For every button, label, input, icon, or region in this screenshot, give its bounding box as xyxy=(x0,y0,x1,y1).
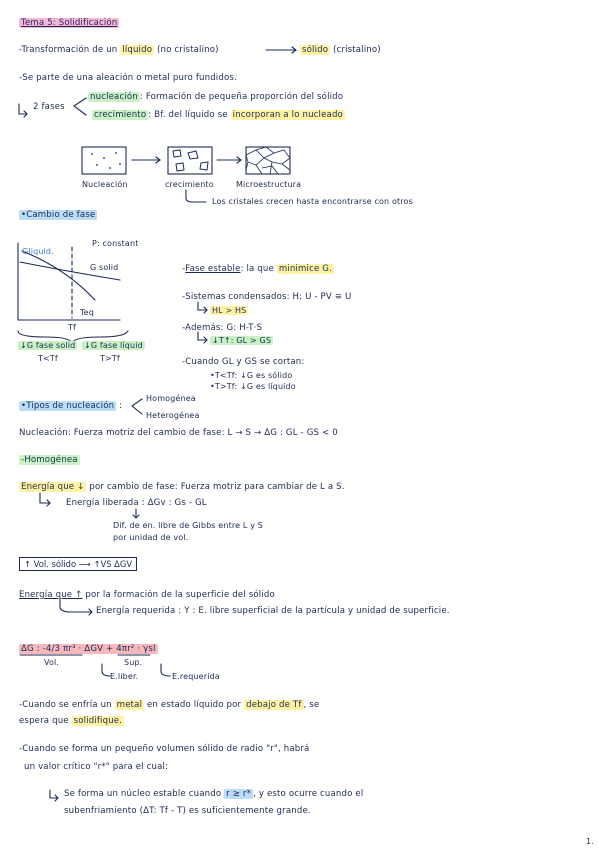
text-r-ge-rstar: r ≥ r* xyxy=(224,789,254,799)
text-enfria: -Cuando se enfría un xyxy=(19,700,112,710)
label-nucleacion: Nucleación xyxy=(82,180,128,189)
text-cuando: -Cuando GL y GS se cortan: xyxy=(182,357,305,367)
text-energia-que-baja: Energía que ↓ xyxy=(19,482,87,492)
dash: - xyxy=(182,264,186,274)
graph-tf-label: Tf xyxy=(68,323,77,332)
text-se: , se xyxy=(303,700,320,710)
text-esto-ocurre: , y esto ocurre cuando el xyxy=(253,789,364,799)
text-transform: -Transformación de un xyxy=(19,45,118,55)
text-formacion-superficie: por la formación de la superficie del só… xyxy=(85,590,275,600)
page-title: Tema 5: Solidificación xyxy=(19,18,120,28)
formula-sup: Sup. xyxy=(124,658,143,667)
label-t-greater: T>Tf xyxy=(100,354,120,363)
text-volumen-radio: -Cuando se forma un pequeño volumen sóli… xyxy=(19,744,310,754)
text-ts-gl: ↓T↑: GL > GS xyxy=(210,336,274,345)
option-heterogenea: Heterogénea xyxy=(146,411,200,420)
graph-gsolid-label: G solid xyxy=(90,263,119,272)
text-cristales: Los cristales crecen hasta encontrarse c… xyxy=(212,197,413,206)
text-cuando-1: •T<Tf: ↓G es sólido xyxy=(210,371,293,380)
label-fase-solid: ↓G fase solid xyxy=(18,341,78,350)
text-cuando-2: •T>Tf: ↓G es líquido xyxy=(210,382,296,391)
text-debajo-tf: debajo de Tf xyxy=(244,700,304,710)
heading-tipos-nucleacion: •Tipos de nucleación xyxy=(19,401,117,411)
text-ademas: -Además: G: H-T·S xyxy=(182,323,263,333)
text-cristalino: (cristalino) xyxy=(333,45,381,55)
text-se-parte: -Se parte de una aleación o metal puro f… xyxy=(19,73,237,83)
label-crecimiento: crecimiento xyxy=(165,180,214,189)
word-crecimiento: crecimiento xyxy=(92,110,149,120)
text-minimice: minimice G. xyxy=(276,264,334,274)
formula-delta-g: ΔG : -4/3 πr³ · ΔGV + 4πr² · γsl xyxy=(19,644,158,654)
label-fase-liquid: ↓G fase líquid xyxy=(82,341,145,350)
text-energia-liberada: Energía liberada : ΔGv : Gs - GL xyxy=(66,498,207,508)
text-fuerza-motriz: Nucleación: Fuerza motriz del cambio de … xyxy=(19,428,338,438)
text-energia-cambio: por cambio de fase: Fuerza motriz para c… xyxy=(89,482,345,492)
word-solidifique: solidifique. xyxy=(71,716,125,726)
text-no-cristalino: (no cristalino) xyxy=(157,45,219,55)
text-hl-hs: HL > HS xyxy=(210,306,249,315)
heading-homogenea: -Homogénea xyxy=(19,455,80,465)
option-homogenea: Homogénea xyxy=(146,394,196,403)
text-por-unidad: por unidad de vol. xyxy=(113,533,189,542)
text-incorporan: incorporan a lo nucleado xyxy=(230,110,345,120)
label-t-less: T<Tf xyxy=(38,354,58,363)
graph-p-constant: P: constant xyxy=(92,239,139,248)
text-energia-que-sube: Energía que ↑ xyxy=(19,590,83,600)
text-energia-requerida: Energía requerida : Y : E. libre superfi… xyxy=(96,606,450,616)
text-nucleo-estable: Se forma un núcleo estable cuando xyxy=(64,789,222,799)
text-sistemas: -Sistemas condensados: H: U - PV ≅ U xyxy=(182,292,352,302)
text-espera-que: espera que xyxy=(19,716,69,726)
word-solido: sólido xyxy=(300,45,331,55)
graph-teq-label: Teq xyxy=(80,308,94,317)
formula-vol: Vol. xyxy=(44,658,60,667)
formula-erequerida: E.requerida xyxy=(172,672,220,681)
word-liquido: líquido xyxy=(120,45,155,55)
word-metal: metal xyxy=(114,700,145,710)
text-valor-critico: un valor crítico "r*" para el cual: xyxy=(24,762,169,772)
word-fase-estable: Fase estable xyxy=(185,264,241,274)
heading-cambio-fase: •Cambio de fase xyxy=(19,210,98,220)
label-microestructura: Microestructura xyxy=(236,180,302,189)
page-number: 1. xyxy=(586,837,594,846)
graph-gliquid-label: Gliquid. xyxy=(22,247,54,256)
label-2-fases: 2 fases xyxy=(33,102,65,112)
text-nucleacion-def: : Formación de pequeña proporción del só… xyxy=(139,92,344,102)
text-estado-liquido: en estado líquido por xyxy=(147,700,242,710)
text-crecimiento-def: : Bf. del líquido se xyxy=(148,110,228,120)
formula-eliber: E.liber. xyxy=(110,672,139,681)
word-nucleacion: nucleación xyxy=(88,92,140,102)
box-vol-solido: ↑ Vol. sólido ⟶ ↑VS ΔGV xyxy=(19,557,138,571)
text-subenfriamiento: subenfriamiento (ΔT: Tf - T) es suficien… xyxy=(64,806,311,816)
text-la-que: : la que xyxy=(240,264,274,274)
text-dif-gibbs: Dif. de en. libre de Gibbs entre L y S xyxy=(113,521,264,530)
